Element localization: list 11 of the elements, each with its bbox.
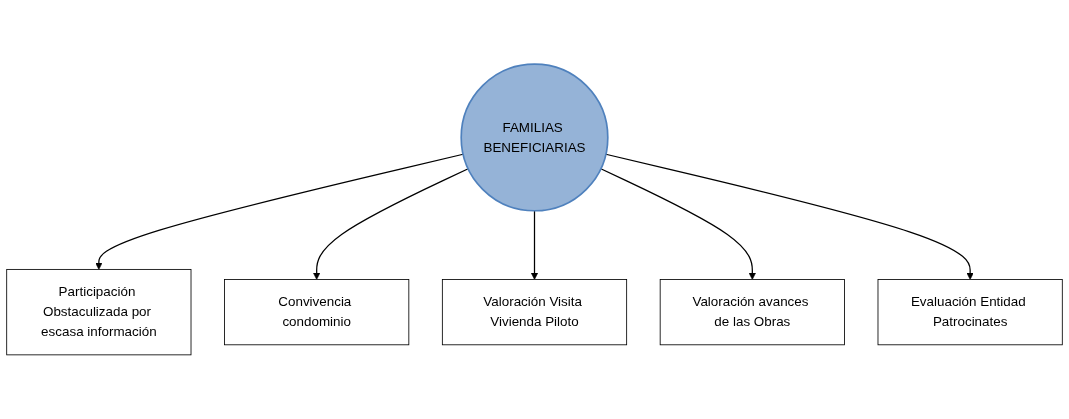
arrow (313, 168, 469, 280)
node-circle: FAMILIAS BENEFICIARIAS (460, 63, 609, 212)
arrow (605, 153, 974, 280)
node-box: Convivencia condominio (224, 279, 410, 346)
arrow (530, 210, 539, 280)
node-box: Evaluación Entidad Patrocinates (877, 279, 1063, 346)
node-box: Valoración avances de las Obras (659, 279, 845, 346)
arrow (600, 168, 756, 280)
node-box: Valoración Visita Vivienda Piloto (441, 279, 628, 346)
node-box: Participación Obstaculizada por escasa información (6, 268, 192, 356)
arrow (95, 153, 464, 270)
